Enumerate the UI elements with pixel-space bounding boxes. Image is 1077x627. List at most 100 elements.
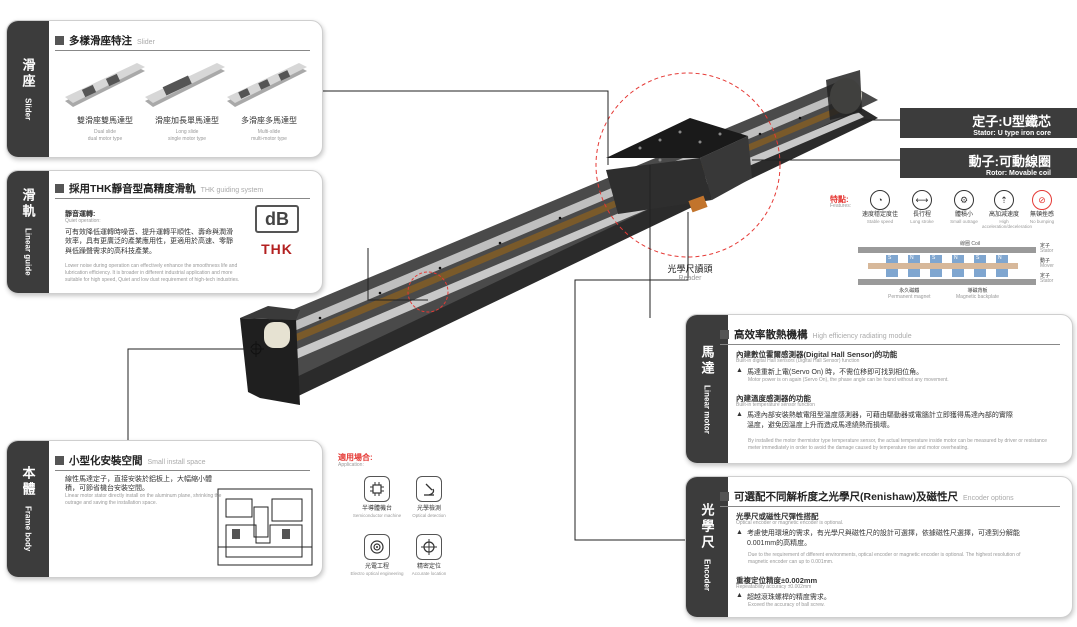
stator-top-label-en: Stator	[1040, 248, 1054, 254]
slider-item-2: 滑座加長單馬達型 Long slide single motor type	[145, 115, 229, 143]
feature-item-2-en: Long stroke	[910, 218, 934, 224]
no-bump-icon: ⊘	[1032, 190, 1052, 210]
feature-item-3-en: Small outrage	[950, 218, 978, 224]
lens-icon	[364, 534, 390, 560]
no-bump-glyph: ⊘	[1038, 194, 1046, 205]
backplate-label: 導磁背板 Magnetic backplate	[956, 288, 999, 300]
triangle-bullet-icon: ▲	[736, 592, 743, 599]
motor-b2-zh: 馬達內部安裝熱敏電阻型溫度感測器，可藉由驅動器或電腦計立即獲得馬達內部的實際溫度…	[746, 412, 1013, 430]
reader-label-en: Reader	[678, 275, 702, 282]
feature-item-1-zh: 速度穩定度佳	[861, 212, 898, 218]
encoder-h1-zh: 光學尺或磁性尺彈性搭配	[736, 512, 819, 521]
target-icon	[416, 534, 442, 560]
guide-side-zh: 滑軌	[20, 188, 36, 221]
encoder-panel: 光學尺 Encoder 可選配不同解析度之光學尺(Renishaw)及磁性尺 E…	[685, 476, 1073, 618]
motor-h2-zh: 內建溫度感測器的功能	[736, 394, 811, 403]
cross-section-drawing	[217, 488, 313, 566]
microscope-icon	[416, 476, 442, 502]
thk-logo-text: THK	[261, 241, 293, 257]
motor-principle-diagram	[858, 247, 1036, 285]
guide-side-tab: 滑軌 Linear guide	[7, 171, 49, 293]
title-square-icon	[55, 184, 64, 193]
slider-side-en: Slider	[23, 97, 33, 121]
motor-b2-en: By installed the motor thermistor type t…	[748, 438, 1048, 451]
motor-panel: 馬達 Linear motor 高效率散熱機構 High efficiency …	[685, 314, 1073, 464]
slider-item-3: 多滑座多馬達型 Multi-slide multi-motor type	[227, 115, 311, 143]
encoder-h1-en: Optical encoder or magnetic encoder is o…	[736, 520, 844, 526]
features-title-zh: 特點:	[830, 195, 849, 204]
reader-label-zh: 光學尺讀頭	[667, 264, 713, 274]
slider-item-3-zh: 多滑座多馬達型	[241, 116, 297, 125]
acceleration-icon: ⇡	[994, 190, 1014, 210]
end-block-back	[826, 70, 862, 120]
slider-item-3-en2: multi-motor type	[251, 135, 287, 142]
motor-h2-en: Built-in temperature sensor function	[736, 402, 815, 408]
thk-logo: THK	[255, 241, 299, 257]
slider-variant-3	[227, 63, 307, 107]
base-title: 小型化安裝空間 Small install space	[55, 453, 310, 471]
base-body-zh: 線性馬達定子，直接安裝於鋁板上，大幅縮小體積，可節省機台安裝空間。	[65, 476, 212, 493]
magnet-label: 永久磁鐵 Permanent magnet	[888, 288, 931, 300]
slider-title: 多樣滑座特注 Slider	[55, 33, 310, 51]
encoder-b2: ▲超越滾珠螺桿的精度需求。 Exceed the accuracy of bal…	[736, 592, 1036, 609]
app-item-4-zh: 精密定位	[416, 564, 441, 570]
pole-3: S	[932, 255, 936, 261]
leader-guide	[367, 248, 428, 301]
guide-title: 採用THK靜音型高精度滑軌 THK guiding system	[55, 181, 310, 199]
motor-side-tab: 馬達 Linear motor	[686, 315, 728, 463]
slider-item-3-en1: Multi-slide	[257, 129, 281, 135]
base-body-en: Linear motor stator directly install on …	[65, 493, 222, 506]
slider-item-1: 雙滑座雙馬達型 Dual slide dual motor type	[63, 115, 147, 143]
slider-side-zh: 滑座	[20, 57, 36, 90]
feature-item-3-zh: 體積小	[954, 212, 973, 218]
guide-body-en: Lower noise during operation can effecti…	[65, 263, 240, 283]
stator-box: 定子:U型鐵芯 Stator: U type iron core	[900, 108, 1077, 138]
end-bumper-front	[264, 322, 290, 348]
encoder-b2-en: Exceed the accuracy of ball screw.	[748, 602, 825, 608]
app-item-3: 光電工程 Electro optical engineering	[347, 564, 407, 577]
app-item-2: 光學檢測 Optical detection	[399, 506, 459, 519]
motor-title-en: High efficiency radiating module	[812, 333, 912, 340]
reader-head	[688, 195, 708, 213]
title-square-icon	[55, 456, 64, 465]
rotor-box-en: Rotor: Movable coil	[986, 170, 1051, 177]
base-panel: 本體 Frame body 小型化安裝空間 Small install spac…	[6, 440, 323, 578]
slider-side-tab: 滑座 Slider	[7, 21, 49, 157]
motor-title-zh: 高效率散熱機構	[734, 329, 808, 341]
base-title-en: Small install space	[147, 459, 206, 466]
backplate-label-zh: 導磁背板	[967, 288, 988, 294]
triangle-bullet-icon: ▲	[736, 367, 743, 374]
carriage-side	[606, 158, 712, 214]
rotor-box: 動子:可動線圈 Rotor: Movable coil	[900, 148, 1077, 178]
highlight-circle-large	[595, 72, 781, 258]
app-item-2-en: Optical detection	[412, 513, 446, 519]
guide-title-zh: 採用THK靜音型高精度滑軌	[69, 183, 196, 195]
app-item-4: 精密定位 Accurate location	[399, 564, 459, 577]
motor-side-zh: 馬達	[699, 344, 715, 377]
encoder-b2-zh: 超越滾珠螺桿的精度需求。	[746, 594, 831, 601]
encoder-h2-en: Repeatability accuracy ±0.002mm	[736, 584, 812, 590]
rotor-box-zh: 動子:可動線圈	[968, 154, 1051, 169]
stator-top-label: 定子	[1040, 243, 1051, 249]
cog-small-icon: ⚙	[954, 190, 974, 210]
gauge-icon: ◔	[870, 190, 890, 210]
encoder-title-zh: 可選配不同解析度之光學尺(Renishaw)及磁性尺	[734, 491, 959, 503]
slider-panel: 滑座 Slider 多樣滑座特注 Slider 雙滑座雙馬達型 Dual sli…	[6, 20, 323, 158]
motor-title: 高效率散熱機構 High efficiency radiating module	[720, 327, 1060, 345]
slider-item-1-en2: dual motor type	[87, 135, 123, 142]
pole-1: S	[888, 255, 892, 261]
arrows-glyph: ⟷	[915, 194, 929, 205]
pole-5: S	[976, 255, 980, 261]
feature-item-4-en: High acceleration/deceleration	[982, 218, 1033, 230]
motor-b1-zh: 馬達重新上電(Servo On) 時，不需位移即可找到相位角。	[746, 369, 924, 376]
encoder-title: 可選配不同解析度之光學尺(Renishaw)及磁性尺 Encoder optio…	[720, 489, 1060, 507]
slider-item-1-zh: 雙滑座雙馬達型	[77, 116, 133, 125]
guide-title-en: THK guiding system	[200, 187, 264, 194]
slider-variant-2	[145, 63, 225, 107]
motor-b1: ▲馬達重新上電(Servo On) 時，不需位移即可找到相位角。 Motor p…	[736, 367, 1066, 384]
slider-item-2-en2: single motor type	[167, 135, 207, 142]
rotor-label-en: Mover	[1040, 263, 1054, 269]
slider-variants-illustration	[65, 63, 307, 107]
